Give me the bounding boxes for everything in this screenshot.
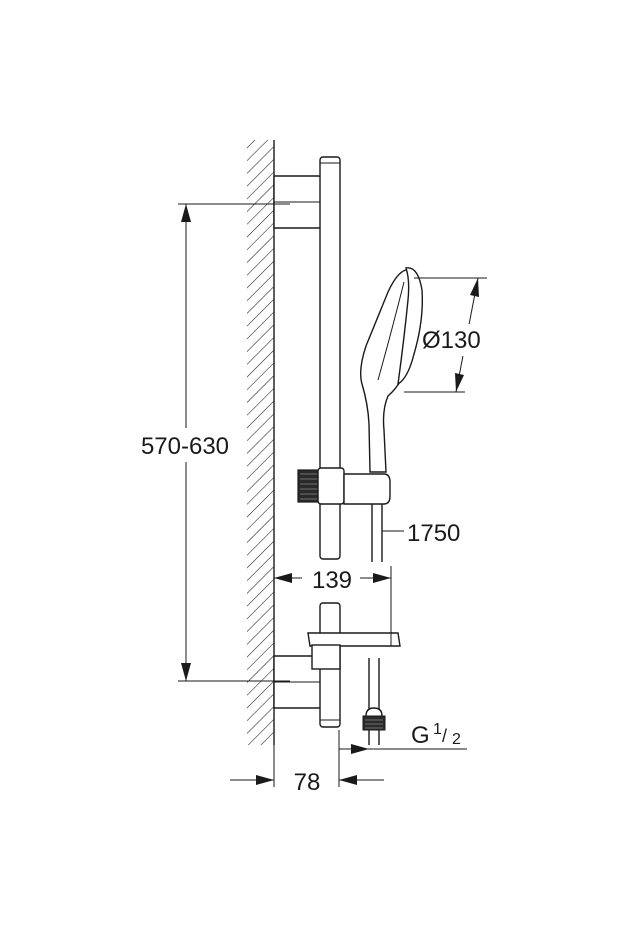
hand-shower bbox=[359, 267, 423, 473]
thread-letter: G bbox=[411, 722, 430, 749]
wall-to-bar-label: 78 bbox=[294, 769, 321, 796]
shower-hose bbox=[368, 504, 383, 710]
wall-to-handset-label: 139 bbox=[312, 567, 352, 594]
bar-spacing-label: 570-630 bbox=[141, 433, 229, 460]
hose-length-label: 1750 bbox=[407, 520, 460, 547]
wall bbox=[247, 140, 275, 745]
head-diameter-label: Ø130 bbox=[422, 327, 481, 354]
dimension-wall-to-handset: 139 bbox=[274, 566, 392, 646]
dimension-wall-to-bar: 78 bbox=[230, 730, 384, 796]
hose-connection-nut bbox=[362, 707, 386, 745]
thread-denominator: 2 bbox=[452, 731, 461, 748]
dimension-head-diameter: Ø130 bbox=[404, 277, 495, 393]
dimension-bar-spacing: 570-630 bbox=[130, 203, 290, 682]
soap-shelf bbox=[307, 632, 401, 670]
thread-numerator: 1 bbox=[433, 721, 442, 738]
upper-wall-bracket bbox=[273, 175, 325, 229]
shower-rail-upper bbox=[319, 156, 341, 560]
handset-holder-slider bbox=[297, 467, 391, 505]
dimension-hose-length: 1750 bbox=[382, 520, 460, 547]
thread-slash: / bbox=[442, 726, 447, 746]
dimension-thread: G 1 / 2 bbox=[339, 721, 467, 754]
